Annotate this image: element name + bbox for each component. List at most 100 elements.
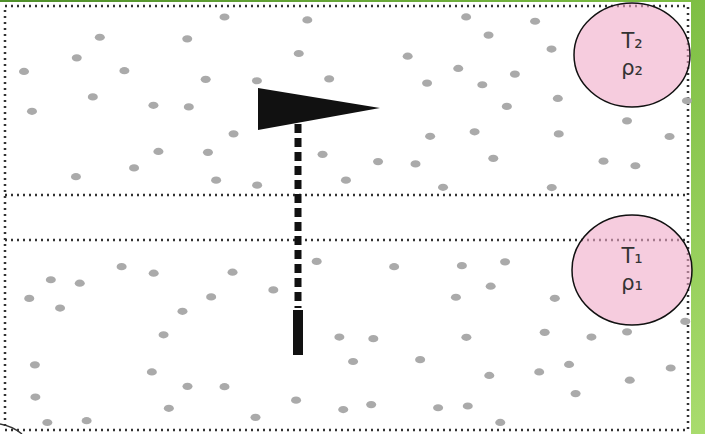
molecule-dot <box>477 81 487 88</box>
molecule-dot <box>252 182 262 189</box>
molecule-dot <box>348 358 358 365</box>
molecule-dot <box>219 383 229 390</box>
molecule-dot <box>211 177 221 184</box>
molecule-dot <box>484 372 494 379</box>
molecule-dot <box>252 77 262 84</box>
molecule-dot <box>546 45 556 52</box>
molecule-dot <box>461 13 471 20</box>
circle-shape <box>572 215 692 325</box>
molecule-dot <box>324 75 334 82</box>
molecule-dot <box>164 405 174 412</box>
molecule-dot <box>30 361 40 368</box>
molecule-dot <box>159 331 169 338</box>
molecule-dot <box>530 18 540 25</box>
corner-curve <box>0 424 22 434</box>
molecule-dot <box>312 258 322 265</box>
panel <box>0 2 691 434</box>
molecule-dot <box>366 401 376 408</box>
molecule-dot <box>206 293 216 300</box>
state-label: T₁ <box>621 243 642 270</box>
molecule-dot <box>95 34 105 41</box>
molecule-dot <box>540 329 550 336</box>
molecule-dot <box>534 368 544 375</box>
molecule-dot <box>228 269 238 276</box>
molecule-dot <box>500 258 510 265</box>
molecule-dot <box>82 417 92 424</box>
molecule-dot <box>622 328 632 335</box>
circle-shape <box>574 3 690 107</box>
molecule-dot <box>203 149 213 156</box>
molecule-dot <box>251 414 261 421</box>
circle-outline <box>573 2 691 108</box>
molecule-dot <box>184 103 194 110</box>
molecule-dot <box>622 117 632 124</box>
molecule-dot <box>71 173 81 180</box>
molecule-dot <box>665 133 675 140</box>
molecule-dot <box>547 184 557 191</box>
molecule-dot <box>373 158 383 165</box>
molecule-dot <box>302 16 312 23</box>
molecule-dot <box>338 406 348 413</box>
dotted-divider <box>5 194 688 197</box>
molecule-dot <box>571 390 581 397</box>
molecule-dot <box>46 276 56 283</box>
molecule-dot <box>153 148 163 155</box>
molecule-dot <box>666 364 676 371</box>
molecule-dot <box>129 164 139 171</box>
molecule-dot <box>470 128 480 135</box>
molecule-dot <box>502 103 512 110</box>
state-circle: T₁ρ₁ <box>571 214 693 326</box>
molecule-dot <box>182 383 192 390</box>
molecule-dot <box>334 333 344 340</box>
state-label: T₂ <box>621 28 642 55</box>
flag-pole-base <box>293 310 303 355</box>
molecule-dot <box>19 68 29 75</box>
molecule-dot <box>75 280 85 287</box>
molecule-dot <box>268 286 278 293</box>
molecule-dot <box>341 177 351 184</box>
molecule-dot <box>553 95 563 102</box>
molecule-dot <box>415 356 425 363</box>
molecule-dot <box>682 97 692 104</box>
molecule-dot <box>55 304 65 311</box>
molecule-dot <box>463 402 473 409</box>
circle-outline <box>571 214 693 326</box>
molecule-dot <box>451 294 461 301</box>
state-label: ρ₁ <box>621 270 643 297</box>
molecule-dot <box>554 130 564 137</box>
molecule-dot <box>318 151 328 158</box>
molecule-dot <box>453 65 463 72</box>
molecule-dot <box>42 419 52 426</box>
molecule-dot <box>510 70 520 77</box>
molecule-dot <box>625 377 635 384</box>
molecule-dot <box>220 13 230 20</box>
molecule-dot <box>403 53 413 60</box>
state-circle: T₂ρ₂ <box>573 2 691 108</box>
molecule-dot <box>72 54 82 61</box>
state-label: ρ₂ <box>621 55 643 82</box>
flag <box>258 88 380 130</box>
molecule-dot <box>389 263 399 270</box>
molecule-dot <box>425 133 435 140</box>
molecule-dot <box>24 295 34 302</box>
molecule-dot <box>201 76 211 83</box>
molecule-dot <box>495 419 505 426</box>
molecule-dot <box>550 295 560 302</box>
molecule-dot <box>148 102 158 109</box>
molecule-dot <box>117 263 127 270</box>
molecule-dot <box>433 404 443 411</box>
molecule-dot <box>294 50 304 57</box>
molecule-dot <box>182 35 192 42</box>
molecule-dot <box>599 158 609 165</box>
molecule-dot <box>229 130 239 137</box>
molecule-dot <box>457 262 467 269</box>
molecule-dot <box>586 333 596 340</box>
flag-pole <box>295 124 302 308</box>
molecule-dot <box>488 155 498 162</box>
molecule-dot <box>177 308 187 315</box>
molecule-dot <box>30 393 40 400</box>
molecule-dot <box>486 283 496 290</box>
molecule-dot <box>630 162 640 169</box>
